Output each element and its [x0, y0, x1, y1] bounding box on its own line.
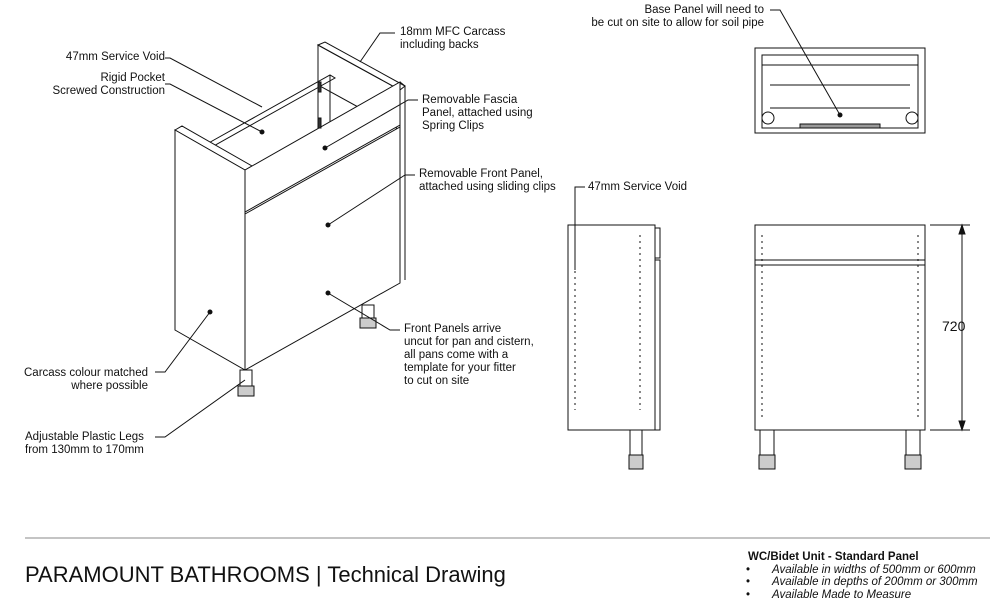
spec-item: •Available Made to Measure — [746, 588, 912, 601]
callout-service-void-iso: 47mm Service Void — [65, 51, 165, 63]
front-view — [754, 223, 970, 470]
callout-front-panel: Removable Front Panel,attached using sli… — [419, 168, 556, 193]
spec-title: WC/Bidet Unit - Standard Panel — [748, 551, 919, 563]
isometric-cabinet — [173, 41, 406, 397]
spec-block: WC/Bidet Unit - Standard Panel •Availabl… — [746, 551, 978, 601]
side-view — [567, 224, 661, 470]
top-view — [754, 47, 926, 134]
leg — [359, 304, 377, 329]
spec-item: •Available in depths of 200mm or 300mm — [746, 576, 978, 588]
spec-item: •Available in widths of 500mm or 600mm — [746, 563, 976, 576]
dimension-label: 720 — [942, 318, 966, 334]
callout-service-void-side: 47mm Service Void — [588, 181, 688, 193]
page-title: PARAMOUNT BATHROOMS | Technical Drawing — [25, 562, 506, 587]
leg — [237, 369, 255, 397]
